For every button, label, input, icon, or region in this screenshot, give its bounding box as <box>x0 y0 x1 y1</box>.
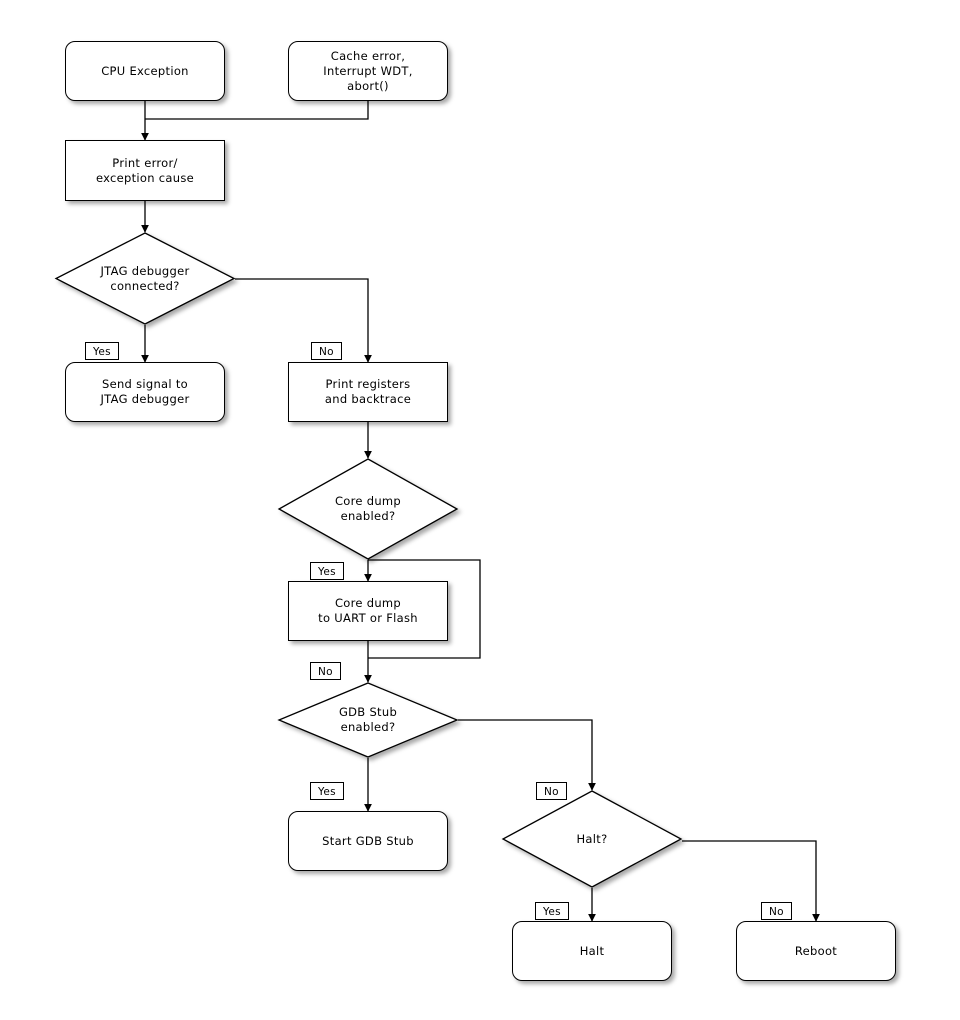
node-jtag-decision[interactable]: JTAG debugger connected? <box>54 232 236 325</box>
node-coredump-action-label: Core dump to UART or Flash <box>318 596 418 625</box>
edge-label-jtag-no: No <box>311 342 342 360</box>
edge-label-coredump-yes: Yes <box>310 562 344 580</box>
node-halt-action[interactable]: Halt <box>512 921 672 981</box>
edge-jtag-no <box>235 278 372 363</box>
edge-halt-no <box>682 840 820 922</box>
node-start-gdbstub-label: Start GDB Stub <box>322 833 414 848</box>
edge-label-coredump-no: No <box>310 662 341 680</box>
node-print-error-label: Print error/ exception cause <box>95 155 195 185</box>
edge-gdbstub-no <box>458 719 596 791</box>
node-cpu-exception-label: CPU Exception <box>101 63 189 78</box>
edge-cache-to-merge <box>145 101 369 120</box>
edge-label-halt-no: No <box>761 902 792 920</box>
node-reboot-action[interactable]: Reboot <box>736 921 896 981</box>
node-reboot-action-label: Reboot <box>794 943 838 958</box>
node-coredump-action[interactable]: Core dump to UART or Flash <box>288 581 448 641</box>
node-start-gdbstub[interactable]: Start GDB Stub <box>288 811 448 871</box>
node-gdbstub-decision[interactable]: GDB Stub enabled? <box>277 682 459 758</box>
edge-label-gdbstub-yes: Yes <box>310 782 344 800</box>
node-cache-error-label: Cache error, Interrupt WDT, abort() <box>323 48 413 93</box>
node-print-error[interactable]: Print error/ exception cause <box>65 140 225 201</box>
edge-label-jtag-yes: Yes <box>85 342 119 360</box>
node-print-registers[interactable]: Print registers and backtrace <box>288 362 448 422</box>
node-halt-action-label: Halt <box>579 943 605 958</box>
node-print-registers-label: Print registers and backtrace <box>324 377 412 406</box>
node-coredump-decision[interactable]: Core dump enabled? <box>277 458 459 560</box>
node-cache-error[interactable]: Cache error, Interrupt WDT, abort() <box>288 41 448 101</box>
node-halt-decision[interactable]: Halt? <box>501 790 683 888</box>
node-send-signal[interactable]: Send signal to JTAG debugger <box>65 362 225 422</box>
edge-label-gdbstub-no: No <box>536 782 567 800</box>
edge-coredump-no-bypass <box>368 559 481 659</box>
edge-label-halt-yes: Yes <box>535 902 569 920</box>
node-send-signal-label: Send signal to JTAG debugger <box>100 377 190 406</box>
node-cpu-exception[interactable]: CPU Exception <box>65 41 225 101</box>
